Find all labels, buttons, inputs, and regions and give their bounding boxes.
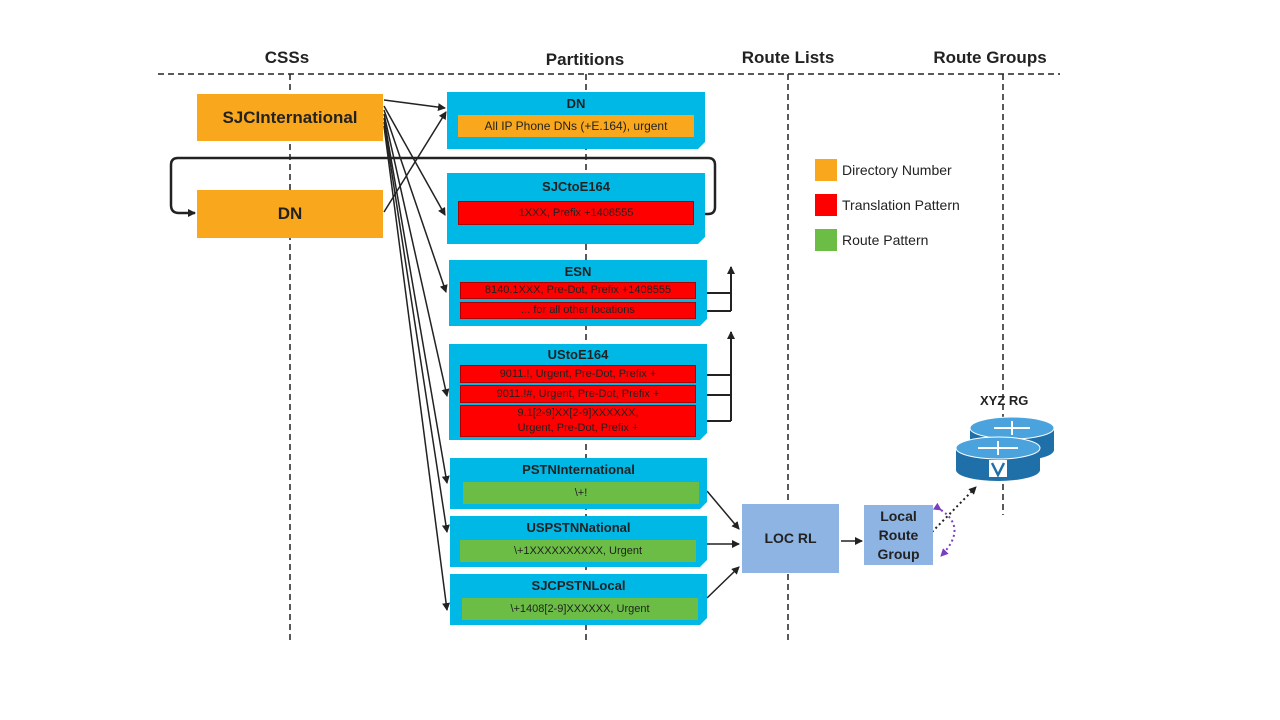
partition-title: ESN [564,264,592,279]
partition-title: PSTNInternational [522,462,635,477]
rp-to-rl-arrows [706,490,863,599]
translation-pattern: 1XXX, Prefix +1408555 [458,201,694,225]
route-pattern: \+1XXXXXXXXXX, Urgent [460,540,696,562]
css-arrows [383,99,451,611]
partition-esn: ESN 8140.1XXX, Pre-Dot, Prefix +1408555 … [449,260,707,326]
esn-loop [703,266,735,312]
translation-pattern: 8140.1XXX, Pre-Dot, Prefix +1408555 [460,282,696,299]
partition-pstn-international: PSTNInternational \+! [450,458,707,509]
partition-dn: DN All IP Phone DNs (+E.164), urgent [447,92,705,149]
css-dn: DN [197,190,383,238]
legend-label-translation-pattern: Translation Pattern [842,197,960,213]
partition-title: SJCtoE164 [542,179,610,194]
xyz-rg-label: XYZ RG [980,393,1029,408]
arrow-css-to-dn [383,99,446,112]
partition-title: UStoE164 [547,347,609,362]
loop-sjctoe164-to-dn-css [169,156,717,217]
translation-pattern: ... for all other locations [460,302,696,319]
css-sjc-international: SJCInternational [197,94,383,141]
router-icon [955,416,1055,481]
partition-title: SJCPSTNLocal [531,578,626,593]
local-route-group: Local Route Group [864,505,933,565]
translation-pattern: 9011.!, Urgent, Pre-Dot, Prefix + [460,365,696,383]
partition-sjcpstn-local: SJCPSTNLocal \+1408[2-9]XXXXXX, Urgent [450,574,707,625]
arrow-css-to-sjctoe164 [383,105,446,216]
column-header-route-groups: Route Groups [933,48,1047,67]
partition-ustoe164: UStoE164 9011.!, Urgent, Pre-Dot, Prefix… [449,344,707,440]
column-header-css: CSSs [264,48,310,67]
partition-sjctoe164: SJCtoE164 1XXX, Prefix +1408555 [447,173,705,244]
translation-pattern: 9011.!#, Urgent, Pre-Dot, Prefix + [460,385,696,403]
column-header-partitions: Partitions [545,50,625,69]
legend-label-route-pattern: Route Pattern [842,232,929,248]
legend-swatch-directory-number [815,159,837,181]
legend-swatch-route-pattern [815,229,837,251]
dotted-arc-lrg [932,502,956,557]
partition-title: DN [566,96,586,111]
arrow-dn-css-to-dn [383,111,447,213]
route-pattern: \+1408[2-9]XXXXXX, Urgent [462,598,698,620]
partition-uspstn-national: USPSTNNational \+1XXXXXXXXXX, Urgent [450,516,707,567]
column-header-route-lists: Route Lists [741,48,835,67]
arrow-css-to-esn [383,109,448,293]
arrow-css-to-sjcpstn-local [383,125,451,611]
route-list-loc-rl: LOC RL [742,504,839,573]
legend-label-directory-number: Directory Number [842,162,952,178]
legend-swatch-translation-pattern [815,194,837,216]
arrow-css-to-uspstn-national [383,121,450,533]
translation-pattern: 9.1[2-9]XX[2-9]XXXXXX, Urgent, Pre-Dot, … [460,405,696,437]
directory-number-pattern: All IP Phone DNs (+E.164), urgent [458,115,694,137]
arrow-css-to-pstn-international [383,117,450,484]
ustoe164-loop [703,331,735,422]
route-pattern: \+! [463,482,699,504]
arrow-css-to-ustoe164 [383,113,450,397]
partition-title: USPSTNNational [526,520,631,535]
